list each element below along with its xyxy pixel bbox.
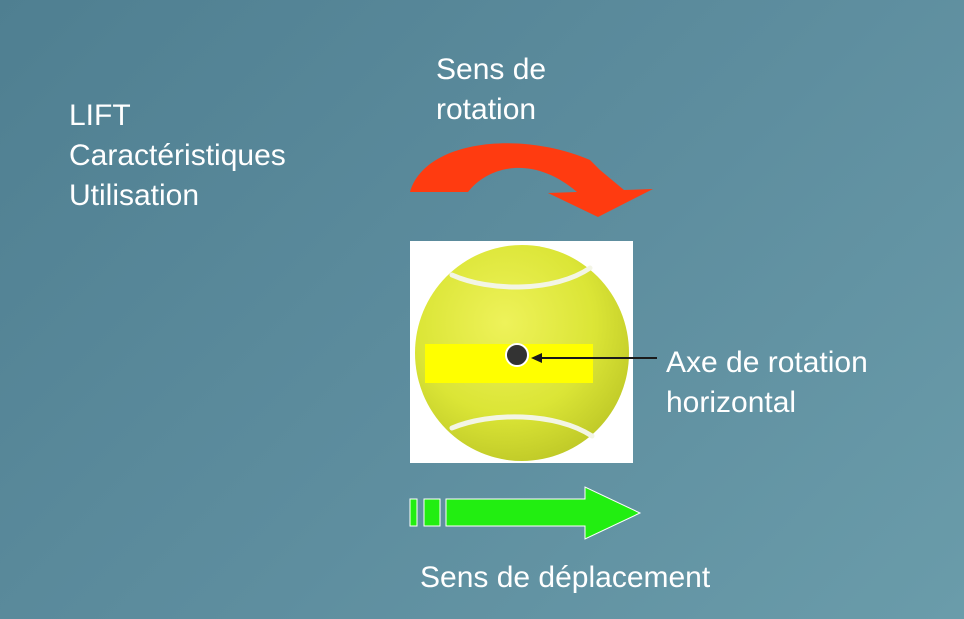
axis-label-line-2: horizontal (666, 386, 797, 419)
axis-center-dot (505, 343, 529, 367)
topic-lift: LIFT (69, 99, 131, 132)
axis-label-line-1: Axe de rotation (666, 346, 868, 379)
rotation-axis-label: Axe de rotation horizontal (666, 343, 868, 423)
rotation-direction-label: Sens de rotation (436, 50, 546, 130)
topic-caracteristiques: Caractéristiques (69, 139, 286, 172)
rotation-label-line-2: rotation (436, 93, 537, 126)
movement-direction-label: Sens de déplacement (420, 561, 711, 594)
axis-pointer-arrow (531, 353, 657, 363)
rotation-arrow (410, 143, 653, 217)
topic-list: LIFT Caractéristiques Utilisation (69, 96, 286, 216)
rotation-label-line-1: Sens de (436, 53, 547, 86)
topic-utilisation: Utilisation (69, 179, 200, 212)
movement-arrow (409, 486, 642, 540)
